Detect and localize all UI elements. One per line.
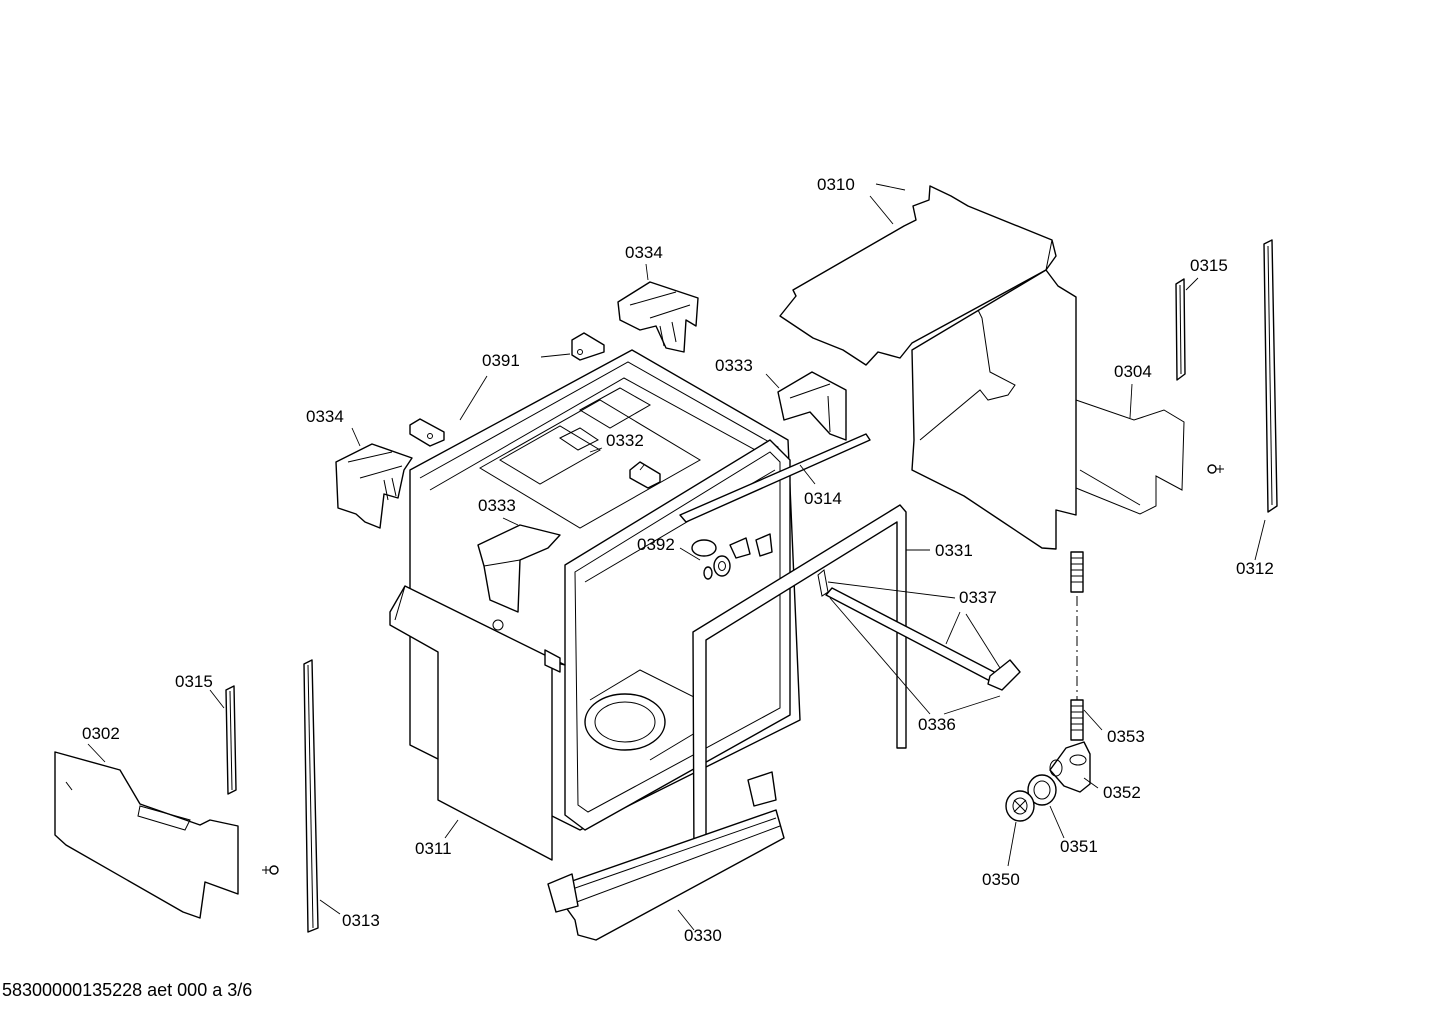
label-0391: 0391 — [482, 351, 520, 370]
part-0391-brackets — [409, 332, 605, 447]
drawing-reference-code: 58300000135228 aet 000 a 3/6 — [2, 980, 253, 1000]
label-0333-upper: 0333 — [715, 356, 753, 375]
part-0334-bracket-upper — [617, 281, 699, 353]
label-0315-lower: 0315 — [175, 672, 213, 691]
label-0304: 0304 — [1114, 362, 1152, 381]
part-0353-hose — [1070, 551, 1084, 741]
part-0304-side-panel — [911, 269, 1185, 550]
part-0310-top-cover — [779, 185, 1057, 366]
label-0334-left: 0334 — [306, 407, 344, 426]
part-0332-clip — [629, 461, 661, 489]
part-0392-seal-parts — [691, 533, 773, 580]
label-0313: 0313 — [342, 911, 380, 930]
label-0332: 0332 — [606, 431, 644, 450]
part-0312-door-strip — [1263, 239, 1278, 513]
part-0315-strip-upper — [1175, 278, 1186, 381]
part-0350-cap — [1005, 790, 1035, 822]
part-0351-nut — [1027, 774, 1057, 806]
label-0392: 0392 — [637, 535, 675, 554]
label-0331: 0331 — [935, 541, 973, 560]
part-0337-rail — [817, 569, 1021, 691]
leader-lines — [87, 183, 1266, 931]
label-0330: 0330 — [684, 926, 722, 945]
screw-icon-right — [1207, 464, 1224, 474]
part-0311-base-panel — [389, 585, 566, 861]
label-0350: 0350 — [982, 870, 1020, 889]
label-0315-upper: 0315 — [1190, 256, 1228, 275]
label-0311: 0311 — [415, 839, 452, 858]
label-0334-upper: 0334 — [625, 243, 663, 262]
label-0302: 0302 — [82, 724, 120, 743]
label-0352: 0352 — [1103, 783, 1141, 802]
label-0310: 0310 — [817, 175, 855, 194]
label-0351: 0351 — [1060, 837, 1098, 856]
screw-icon-left — [262, 865, 279, 875]
part-0352-connector — [1049, 741, 1091, 793]
label-0312: 0312 — [1236, 559, 1274, 578]
label-0333-lower: 0333 — [478, 496, 516, 515]
part-0333-bracket-upper — [777, 371, 847, 441]
label-0337: 0337 — [959, 588, 997, 607]
part-0333-bracket-lower — [477, 524, 561, 631]
label-0353: 0353 — [1107, 727, 1145, 746]
part-0334-bracket-left — [335, 443, 413, 529]
label-0314: 0314 — [804, 489, 842, 508]
label-0336: 0336 — [918, 715, 956, 734]
part-0314-rail — [679, 433, 871, 523]
part-0315-strip-lower — [225, 685, 237, 795]
part-0330-plinth — [547, 771, 785, 941]
part-0313-door-strip — [303, 659, 319, 933]
part-labels: 0310 0334 0315 0333 0391 0304 0334 0332 … — [82, 175, 1274, 945]
part-0302-side-plate — [54, 751, 239, 919]
